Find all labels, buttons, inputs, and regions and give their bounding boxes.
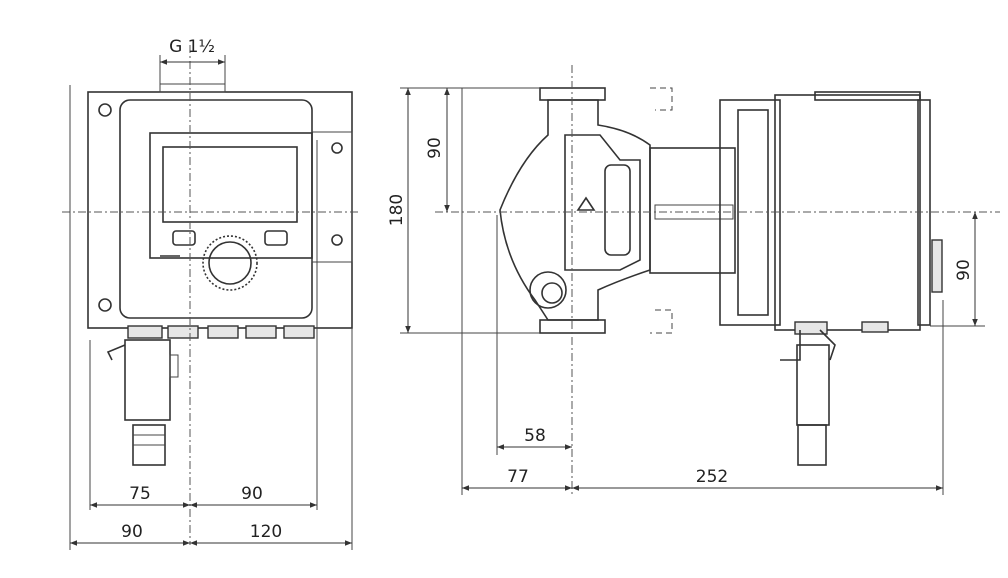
flow-arrow-icon — [576, 196, 596, 211]
control-knob-icon — [202, 235, 258, 291]
menu-button-icon — [264, 230, 288, 246]
pump-housing — [499, 99, 651, 321]
back-button-icon — [172, 230, 196, 246]
dim-77: 77 — [507, 467, 529, 487]
connection-label: G 1½ — [169, 37, 215, 57]
cable-glands — [127, 325, 315, 339]
dim-75: 75 — [129, 484, 151, 504]
dim-90-upper: 90 — [425, 137, 445, 159]
front-view: G 1½ 75 90 90 120 — [62, 37, 360, 550]
dim-120: 120 — [250, 522, 282, 542]
dim-90-front-outer: 90 — [121, 522, 143, 542]
dim-58: 58 — [524, 426, 546, 446]
dim-90-side: 90 — [954, 259, 974, 281]
dim-252: 252 — [696, 467, 728, 487]
side-view: 180 90 90 58 77 252 — [387, 65, 1000, 495]
connector — [124, 339, 171, 421]
side-plug — [797, 424, 827, 466]
display-frame — [149, 132, 313, 259]
dim-90-front-inner: 90 — [241, 484, 263, 504]
display-screen — [162, 146, 298, 223]
motor — [649, 147, 736, 274]
dim-180: 180 — [387, 194, 407, 226]
